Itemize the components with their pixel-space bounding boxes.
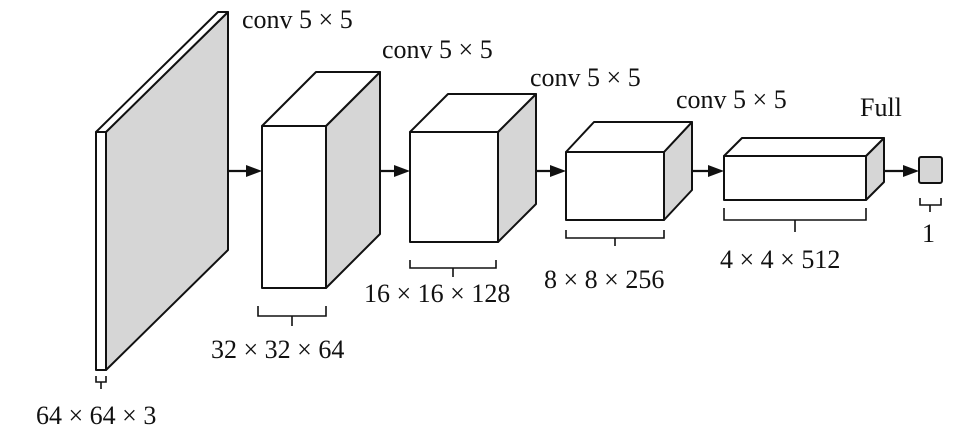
layer-block-8x8x256 [565, 121, 693, 221]
bracket-layer-2 [409, 260, 497, 277]
arrow-2 [380, 165, 410, 177]
arrow-3 [536, 165, 566, 177]
bracket-layer-3 [565, 230, 665, 246]
arrow-4 [692, 165, 724, 177]
layer-4-top-face [723, 137, 885, 157]
arrow-5 [884, 165, 919, 177]
transition-label: conv 5 × 5 [676, 85, 787, 114]
bracket-output [919, 198, 942, 212]
layer-block-4x4x512 [723, 137, 885, 201]
layer-shape-label: 4 × 4 × 512 [720, 245, 840, 274]
layer-shape-label: 64 × 64 × 3 [36, 401, 156, 430]
layer-2-front-face [409, 131, 499, 243]
transition-label: conv 5 × 5 [530, 63, 641, 92]
layer-shape-label: 1 [922, 219, 935, 248]
layer-block-32x32x64 [261, 71, 381, 289]
transition-label: conv 5 × 5 [382, 35, 493, 64]
bracket-layer-1 [257, 306, 327, 326]
layer-block-16x16x128 [409, 93, 537, 243]
layer-3-front-face [565, 151, 665, 221]
layer-1-front-face [261, 125, 327, 289]
layer-0-front-face [95, 131, 107, 371]
layer-block-64x64x3 [95, 11, 229, 371]
transition-label: conv 5 × 5 [242, 5, 353, 34]
transition-label: Full [860, 93, 902, 122]
layer-4-front-face [723, 155, 867, 201]
layer-shape-label: 8 × 8 × 256 [544, 265, 664, 294]
bracket-layer-0 [95, 376, 107, 389]
output-node [918, 156, 943, 184]
bracket-layer-4 [723, 208, 867, 232]
arrow-1 [229, 165, 262, 177]
layer-shape-label: 32 × 32 × 64 [211, 335, 344, 364]
layer-shape-label: 16 × 16 × 128 [364, 279, 510, 308]
